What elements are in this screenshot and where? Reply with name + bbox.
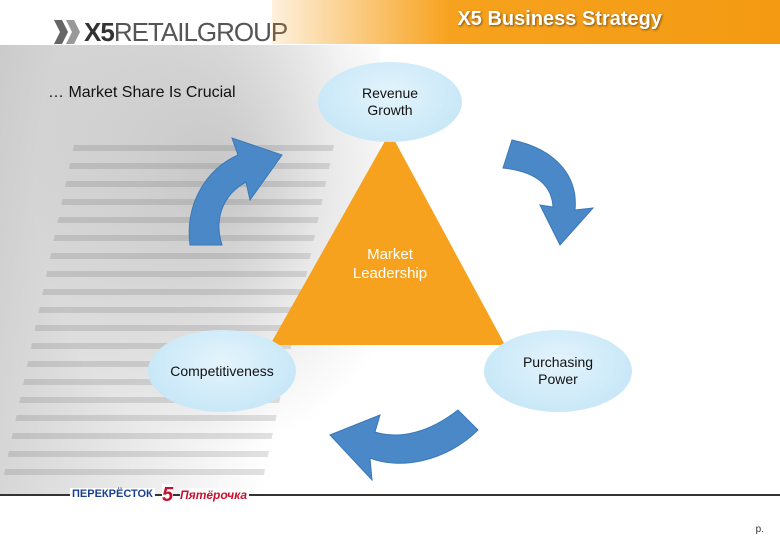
center-line2: Leadership — [352, 265, 428, 282]
arrow-right-icon — [502, 139, 595, 246]
node-revenue-line2: Growth — [367, 102, 413, 118]
x5-logo-mark-icon — [54, 20, 80, 44]
perekrestok-logo: ПЕРЕКРЁСТОК — [70, 488, 155, 500]
logo-prefix: X5 — [84, 17, 115, 47]
title-bar: X5 Business Strategy — [272, 0, 780, 44]
node-purchasing-line1: Purchasing — [522, 354, 594, 370]
pyaterochka-logo: Пятёрочка — [180, 488, 250, 502]
node-competitiveness: Competitiveness — [148, 330, 296, 412]
node-competitiveness-label: Competitiveness — [170, 362, 274, 379]
logo-text: RETAILGROUP — [113, 17, 288, 47]
arrow-bottom-icon — [329, 409, 479, 482]
center-triangle — [270, 132, 505, 345]
subtitle: … Market Share Is Crucial — [48, 84, 236, 101]
page-number: p. — [755, 524, 764, 535]
footer-divider — [0, 494, 780, 496]
node-revenue-line1: Revenue — [361, 85, 419, 101]
page-title: X5 Business Strategy — [457, 8, 662, 30]
pyaterochka-logo-mark: 5 — [162, 484, 174, 507]
center-label: Market Leadership — [330, 245, 450, 283]
center-line1: Market — [367, 246, 413, 263]
arrow-left-icon — [188, 137, 283, 246]
x5-logo: X5RETAILGROUP — [52, 16, 288, 48]
node-purchasing-line2: Power — [538, 371, 578, 387]
